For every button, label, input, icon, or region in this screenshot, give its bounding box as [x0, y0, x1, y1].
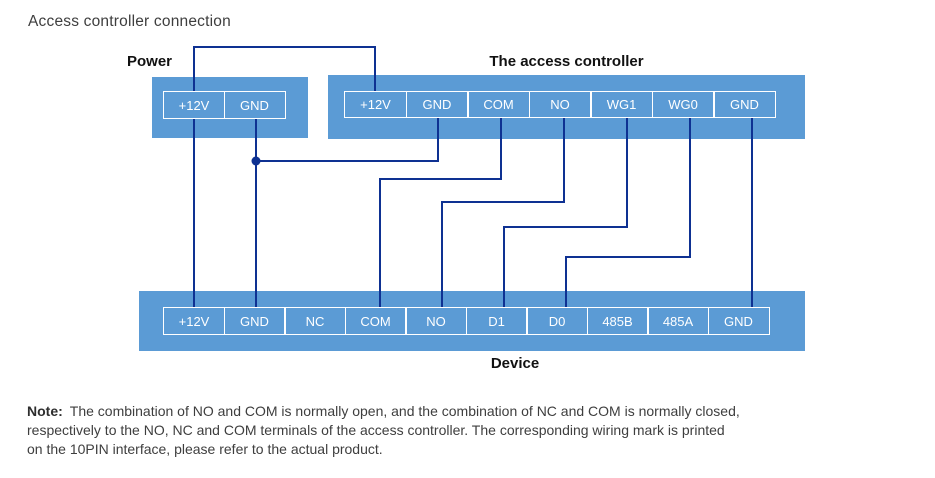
terminal-device-485a: 485A [647, 307, 709, 335]
wire-controller-wg0-to-device-d0 [565, 118, 691, 307]
power-block: +12V GND [152, 77, 308, 138]
terminal-power-gnd: GND [223, 91, 286, 119]
note-line2: respectively to the NO, NC and COM termi… [27, 422, 725, 438]
access-controller-terminal-row: +12V GND COM NO WG1 WG0 GND [344, 91, 776, 118]
power-block-label: Power [127, 53, 173, 70]
power-terminal-row: +12V GND [163, 91, 286, 119]
terminal-device-com: COM [344, 307, 407, 335]
wire-controller-com-to-device-com [379, 118, 502, 307]
note-label: Note: [27, 403, 63, 419]
terminal-device-d1: D1 [465, 307, 528, 335]
terminal-device-12v: +12V [163, 307, 225, 335]
terminal-controller-gnd2: GND [713, 91, 776, 118]
terminal-controller-wg0: WG0 [651, 91, 715, 118]
wire-controller-wg1-to-device-d1 [503, 118, 628, 307]
device-block: +12V GND NC COM NO D1 D0 485B 485A GND [139, 291, 805, 351]
device-block-label: Device [490, 355, 540, 372]
terminal-device-nc: NC [284, 307, 346, 335]
diagram-title: Access controller connection [28, 13, 231, 30]
note-text: Note: The combination of NO and COM is no… [27, 402, 932, 459]
terminal-controller-wg1: WG1 [590, 91, 653, 118]
terminal-controller-12v: +12V [344, 91, 407, 118]
wire-controller-no-to-device-no [441, 118, 565, 307]
terminal-controller-no: NO [528, 91, 592, 118]
terminal-device-no: NO [405, 307, 467, 335]
terminal-controller-gnd: GND [405, 91, 469, 118]
note-line3: on the 10PIN interface, please refer to … [27, 441, 383, 457]
terminal-device-485b: 485B [586, 307, 649, 335]
terminal-device-gnd: GND [223, 307, 286, 335]
terminal-controller-com: COM [467, 91, 530, 118]
terminal-device-gnd2: GND [707, 307, 770, 335]
access-controller-block: +12V GND COM NO WG1 WG0 GND [328, 75, 805, 139]
terminal-device-d0: D0 [526, 307, 588, 335]
access-controller-block-label: The access controller [489, 53, 644, 70]
note-line1: The combination of NO and COM is normall… [69, 403, 740, 419]
junction-dot [251, 156, 261, 166]
device-terminal-row: +12V GND NC COM NO D1 D0 485B 485A GND [163, 307, 770, 335]
terminal-power-12v: +12V [163, 91, 225, 119]
